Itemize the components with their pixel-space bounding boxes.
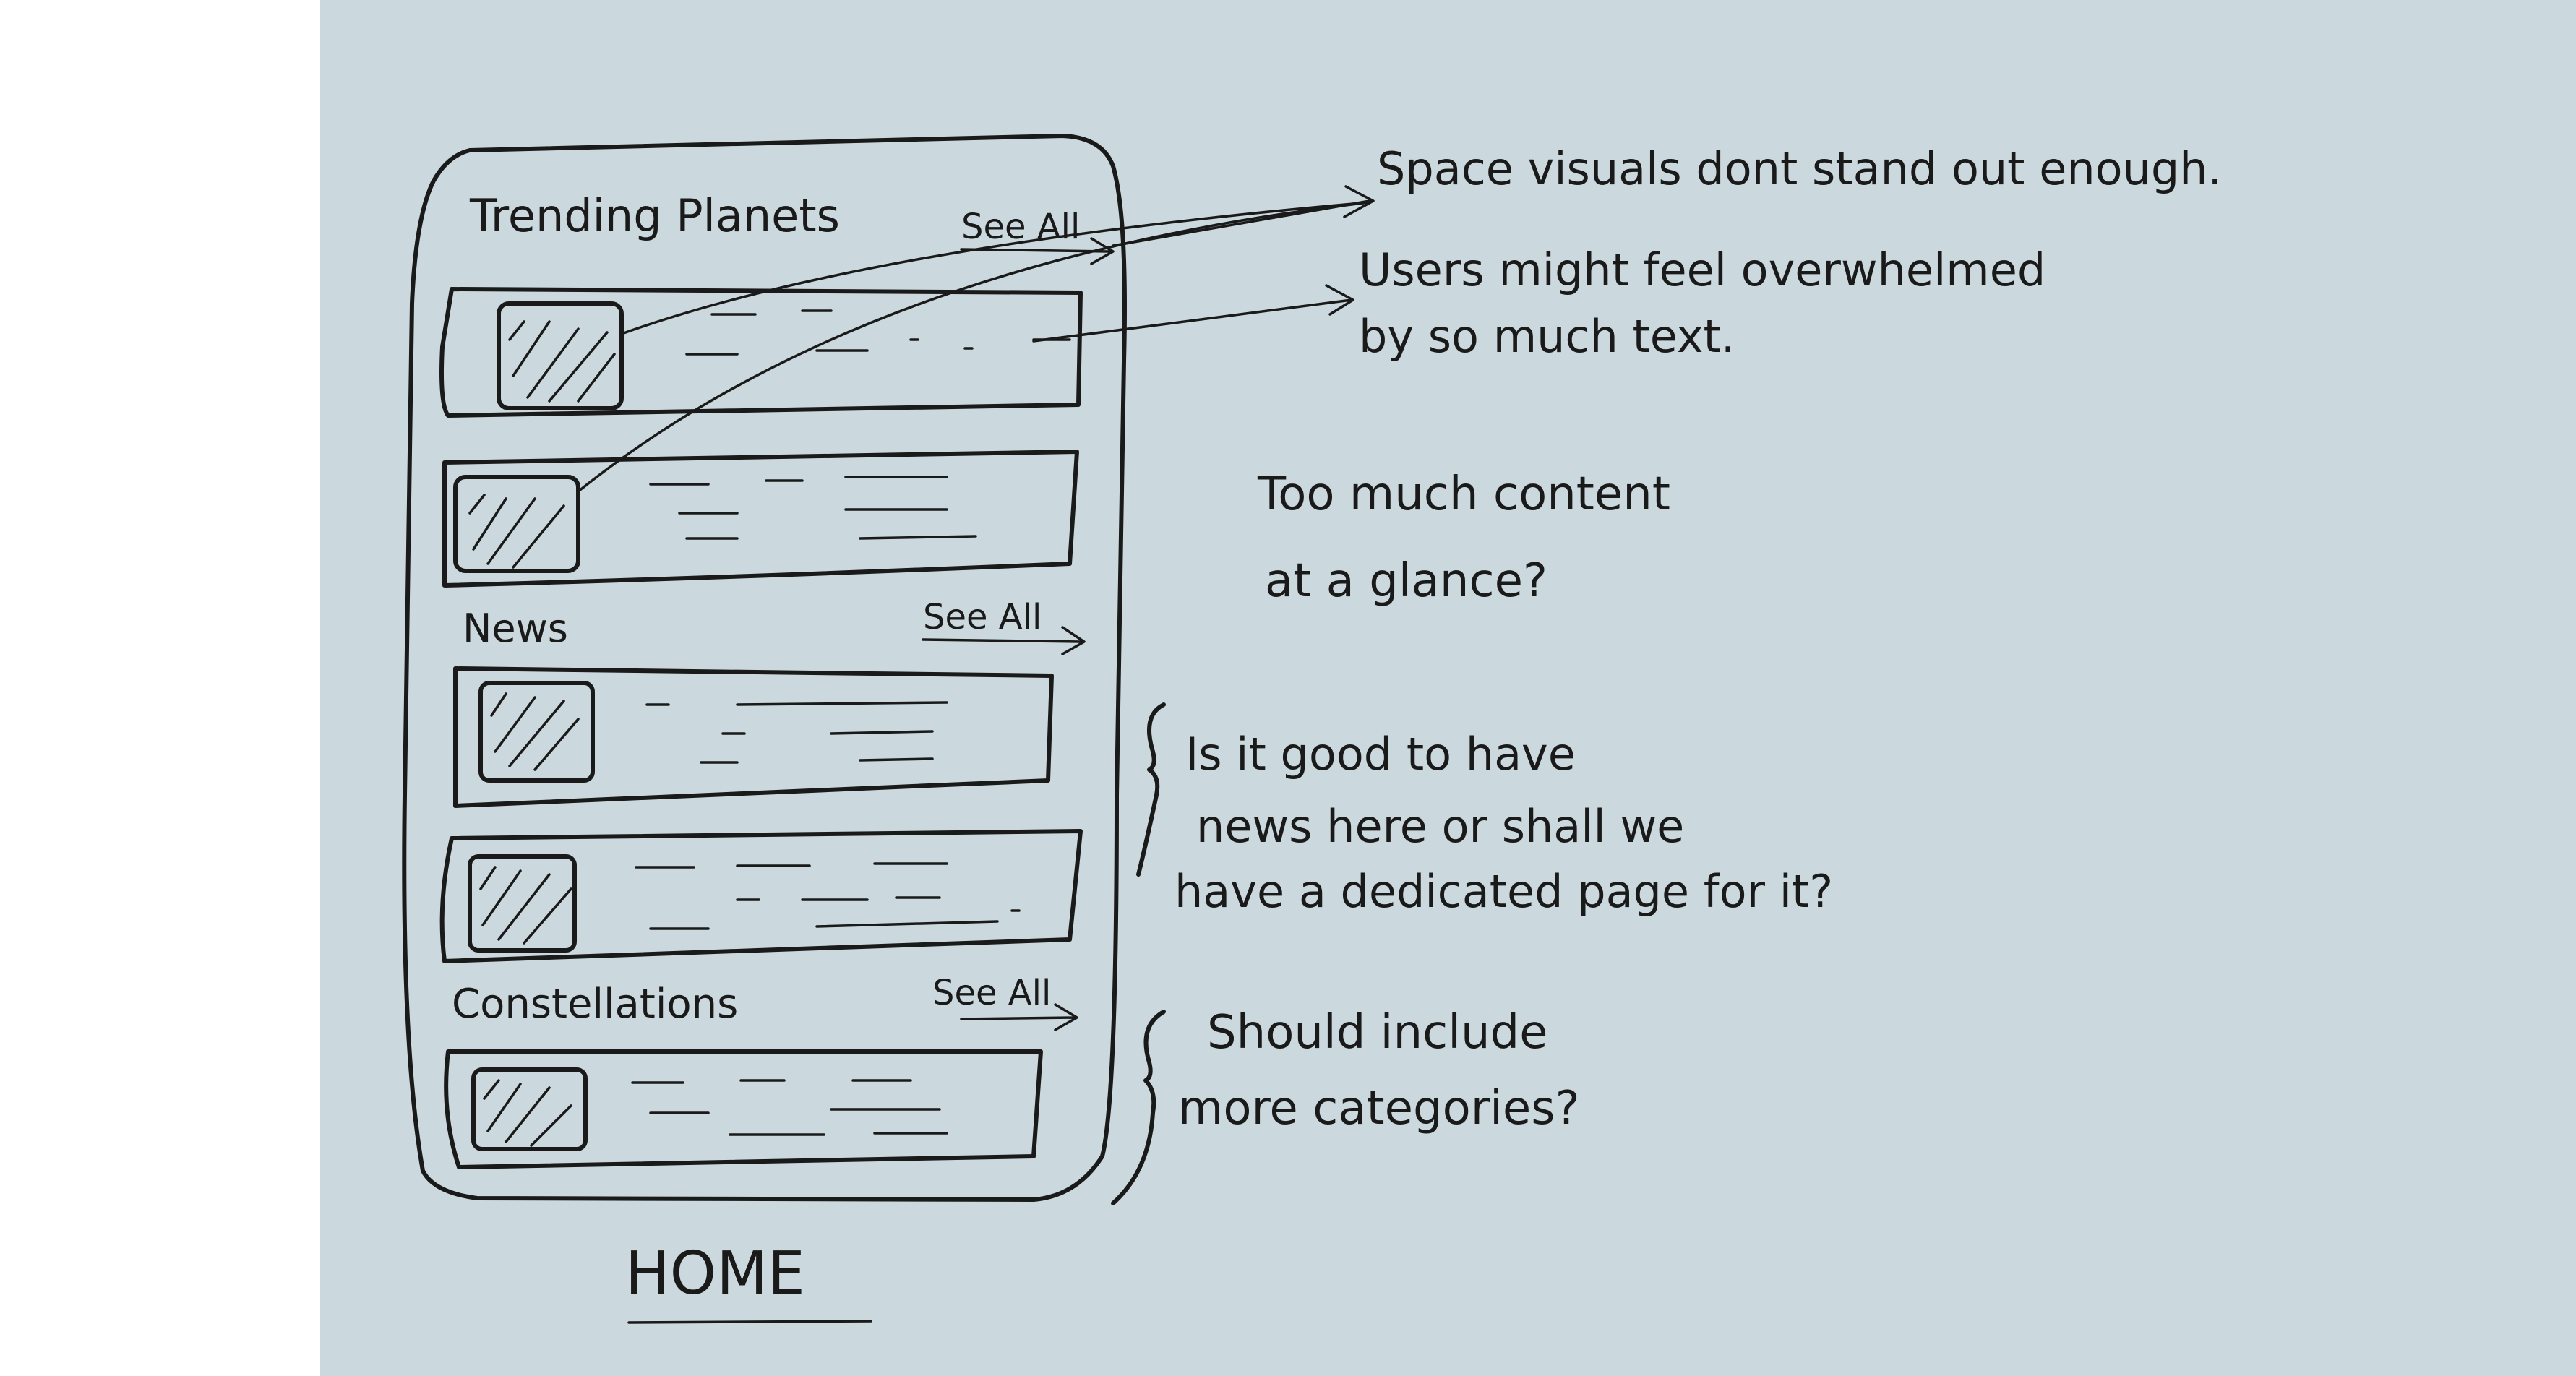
note-overwhelmed-line2: by so much text.: [1359, 310, 1735, 363]
see-all-trending-arrow: [960, 237, 1115, 265]
brace-categories: [1111, 1010, 1166, 1205]
card-thumbnail-1: [497, 301, 624, 410]
note-news-line3: have a dedicated page for it?: [1175, 865, 1833, 918]
note-space-visuals: Space visuals dont stand out enough.: [1377, 142, 2222, 195]
note-too-much-line1: Too much content: [1257, 468, 1670, 521]
planet-card-2: [442, 450, 1079, 588]
note-too-much-line2: at a glance?: [1265, 554, 1547, 608]
arrowhead-visuals: [1343, 185, 1375, 218]
home-caption: HOME: [625, 1239, 805, 1308]
see-all-news-arrow: [922, 626, 1086, 655]
note-news-line1: Is it good to have: [1185, 728, 1576, 781]
see-all-constellations-arrow: [960, 1003, 1078, 1031]
card-thumbnail-2: [453, 475, 580, 573]
note-categories-line2: more categories?: [1178, 1082, 1580, 1135]
see-all-news: See All: [923, 597, 1042, 637]
planet-card-1: [439, 287, 1083, 418]
news-card-2: [439, 829, 1083, 963]
note-news-line2: news here or shall we: [1196, 800, 1684, 853]
see-all-constellations: See All: [932, 973, 1051, 1013]
section-title-trending-planets: Trending Planets: [469, 189, 840, 242]
see-all-trending: See All: [961, 207, 1080, 247]
news-thumbnail-2: [468, 854, 577, 953]
arrow-thumbnail-to-visuals-1: [620, 201, 1371, 335]
phone-outline: [402, 134, 1127, 1202]
section-title-news: News: [463, 606, 568, 651]
note-overwhelmed-line1: Users might feel overwhelmed: [1359, 244, 2045, 296]
constellation-thumbnail-1: [471, 1067, 588, 1151]
arrow-thumbnail-to-visuals-2: [577, 201, 1371, 493]
sketch-canvas: [320, 0, 2576, 1376]
news-card-1: [453, 666, 1054, 808]
home-underline: [627, 1320, 872, 1324]
brace-news: [1136, 702, 1166, 877]
note-categories-line1: Should include: [1207, 1006, 1548, 1059]
news-thumbnail-1: [478, 681, 595, 783]
arrow-text-to-overwhelmed: [1032, 284, 1354, 343]
arrow-see-all-to-visuals: [1112, 199, 1371, 247]
constellation-card-1: [444, 1049, 1043, 1169]
section-title-constellations: Constellations: [452, 981, 738, 1028]
